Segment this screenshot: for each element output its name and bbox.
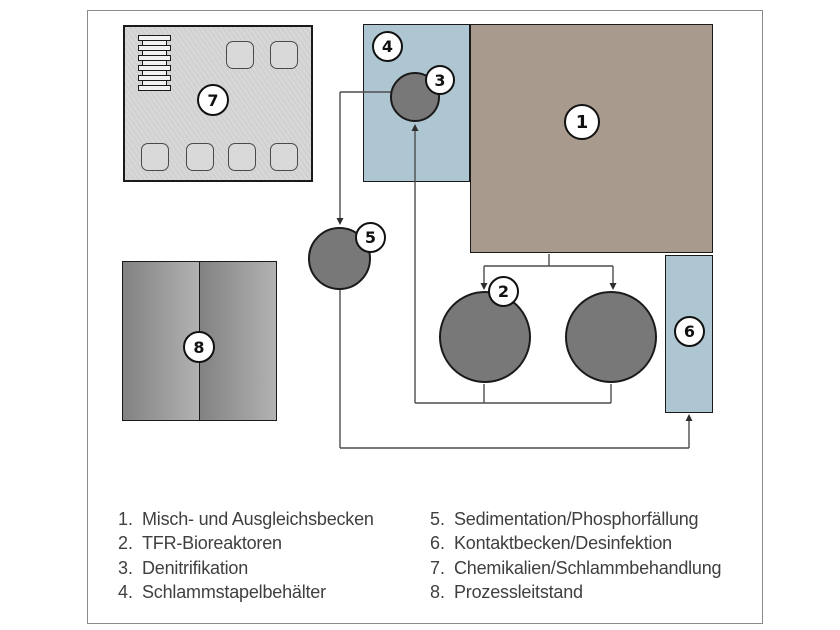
tfr-bioreactor-right	[565, 291, 657, 383]
legend-column-right: 5. Sedimentation/Phosphorfällung 6. Kont…	[430, 507, 722, 605]
badge-4: 4	[372, 31, 403, 62]
equipment-pad	[141, 143, 169, 171]
sedimentation-tank	[308, 227, 371, 290]
legend-item: 7. Chemikalien/Schlammbehandlung	[430, 557, 722, 578]
legend-item: 2. TFR-Bioreaktoren	[118, 533, 282, 554]
equipment-pad	[270, 143, 298, 171]
equipment-pad	[226, 41, 254, 69]
plate-stack-equipment	[137, 35, 171, 91]
mixing-equalization-basin	[470, 24, 713, 253]
badge-8: 8	[183, 331, 215, 363]
legend-item: 4. Schlammstapelbehälter	[118, 582, 326, 603]
equipment-pad	[186, 143, 214, 171]
badge-3: 3	[425, 65, 455, 95]
legend-item: 1. Misch- und Ausgleichsbecken	[118, 508, 374, 529]
badge-7: 7	[197, 84, 229, 116]
badge-6: 6	[674, 316, 705, 347]
badge-2: 2	[488, 276, 519, 307]
legend-column-left: 1. Misch- und Ausgleichsbecken 2. TFR-Bi…	[118, 507, 374, 605]
legend-item: 8. Prozessleitstand	[430, 582, 583, 603]
equipment-pad	[270, 41, 298, 69]
legend-item: 6. Kontaktbecken/Desinfektion	[430, 533, 672, 554]
badge-1: 1	[564, 104, 600, 140]
legend-item: 3. Denitrifikation	[118, 557, 249, 578]
legend-item: 5. Sedimentation/Phosphorfällung	[430, 508, 699, 529]
equipment-pad	[228, 143, 256, 171]
tfr-bioreactor-left	[439, 291, 531, 383]
badge-5: 5	[355, 222, 386, 253]
